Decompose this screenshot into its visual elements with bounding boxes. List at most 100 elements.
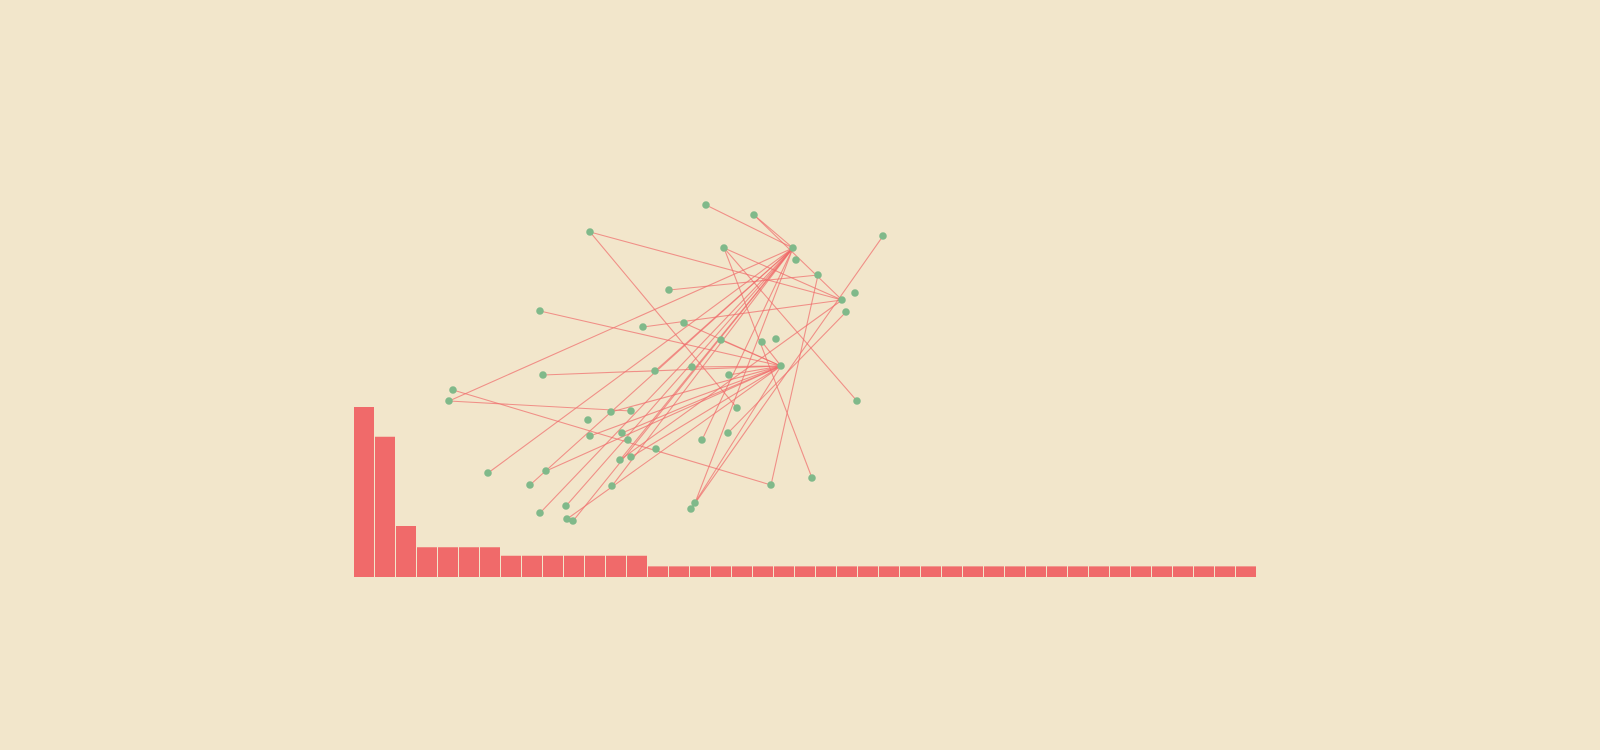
histogram-bar <box>837 566 857 577</box>
network-node <box>724 429 732 437</box>
network-node <box>624 436 632 444</box>
network-edge <box>728 365 782 376</box>
network-node <box>702 201 710 209</box>
histogram-bar <box>711 566 731 577</box>
network-node <box>445 397 453 405</box>
network-edge <box>621 365 782 434</box>
network-node <box>665 286 673 294</box>
histogram-bar <box>774 566 794 577</box>
network-edges <box>448 204 884 522</box>
histogram-bar <box>480 547 500 577</box>
network-node <box>586 228 594 236</box>
network-node <box>542 467 550 475</box>
network-node <box>792 256 800 264</box>
histogram-bar <box>648 566 668 577</box>
network-node <box>584 416 592 424</box>
histogram-bar <box>354 407 374 577</box>
network-edge <box>753 214 794 249</box>
network-edge <box>545 365 782 472</box>
network-edge <box>723 247 858 402</box>
histogram-bar <box>585 555 605 577</box>
degree-histogram <box>354 407 1256 577</box>
histogram-bar <box>690 566 710 577</box>
network-node <box>688 363 696 371</box>
network-node <box>733 404 741 412</box>
histogram-bar <box>963 566 983 577</box>
network-edge <box>448 400 632 412</box>
histogram-bar <box>858 566 878 577</box>
histogram-bar <box>1068 566 1088 577</box>
network-node <box>651 367 659 375</box>
network-node <box>652 445 660 453</box>
histogram-bar <box>606 555 626 577</box>
network-node <box>767 481 775 489</box>
histogram-bar <box>459 547 479 577</box>
network-node <box>680 319 688 327</box>
network-node <box>725 371 733 379</box>
histogram-bar <box>627 555 647 577</box>
histogram-bar <box>501 555 521 577</box>
histogram-bar <box>795 566 815 577</box>
network-node <box>720 244 728 252</box>
network-edge <box>727 311 847 434</box>
network-node <box>698 436 706 444</box>
network-edge <box>539 310 782 367</box>
network-node <box>569 517 577 525</box>
network-edge <box>691 365 782 368</box>
network-node <box>586 432 594 440</box>
network-node <box>449 386 457 394</box>
histogram-bar <box>1131 566 1151 577</box>
network-node <box>772 335 780 343</box>
network-node <box>808 474 816 482</box>
histogram-bar <box>1236 566 1256 577</box>
histogram-bar <box>1047 566 1067 577</box>
histogram-bar <box>879 566 899 577</box>
network-edge <box>448 247 794 402</box>
network-edge <box>539 247 794 514</box>
network-node <box>717 336 725 344</box>
network-node <box>607 408 615 416</box>
network-node <box>853 397 861 405</box>
histogram-bar <box>1110 566 1130 577</box>
network-edge <box>566 365 782 520</box>
network-node <box>536 307 544 315</box>
histogram-bar <box>543 555 563 577</box>
network-node <box>777 362 785 370</box>
network-edge <box>565 247 794 507</box>
histogram-bar <box>522 555 542 577</box>
network-edge <box>487 247 794 474</box>
network-edge <box>705 204 794 249</box>
network-edge <box>452 389 772 486</box>
histogram-bar <box>1005 566 1025 577</box>
histogram-bar <box>816 566 836 577</box>
network-edge <box>770 274 819 486</box>
network-node <box>616 456 624 464</box>
network-node <box>484 469 492 477</box>
network-edge <box>630 365 782 458</box>
network-node <box>758 338 766 346</box>
network-node <box>691 499 699 507</box>
network-node <box>536 509 544 517</box>
network-edge <box>654 247 794 372</box>
network-node <box>838 296 846 304</box>
histogram-bar <box>900 566 920 577</box>
network-node <box>526 481 534 489</box>
network-edge <box>589 365 782 437</box>
histogram-bar <box>1194 566 1214 577</box>
histogram-bar <box>1026 566 1046 577</box>
histogram-bar <box>669 566 689 577</box>
network-edge <box>610 365 782 413</box>
histogram-bar <box>732 566 752 577</box>
network-node <box>639 323 647 331</box>
histogram-bar <box>1152 566 1172 577</box>
network-node <box>789 244 797 252</box>
network-nodes <box>445 201 887 525</box>
network-edge <box>720 339 782 367</box>
histogram-bar <box>1215 566 1235 577</box>
network-node <box>687 505 695 513</box>
network-edge <box>542 365 782 376</box>
network-edge <box>761 341 782 367</box>
network-node <box>539 371 547 379</box>
